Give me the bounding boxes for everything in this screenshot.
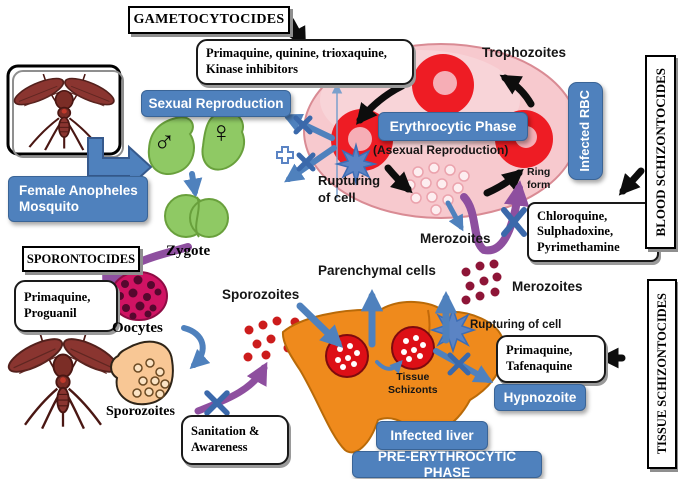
sporontocide-drugs-box: Primaquine, Proguanil [14, 280, 118, 332]
asexual-reproduction-label: (Asexual Reproduction) [373, 143, 508, 157]
blocked-exit-arrows [282, 114, 337, 183]
sexual-reproduction-box: Sexual Reproduction [141, 90, 291, 117]
sexual-reproduction-label: Sexual Reproduction [148, 95, 284, 111]
prevention-line: Awareness [191, 440, 248, 454]
asexual-text: (Asexual Reproduction) [373, 143, 509, 157]
zygote-text: Zygote [166, 243, 211, 259]
rupturing-cell-label-2: Rupturing of cell [470, 319, 561, 331]
merozoites-text: Merozoites [420, 231, 491, 246]
infected-liver-box: Infected liver [376, 421, 488, 450]
drug-line: Tafenaquine [506, 359, 573, 373]
cycle-arrows [356, 74, 535, 197]
merozoite-dots-inside [404, 162, 470, 216]
schizont-link-arrow [375, 360, 403, 374]
merozoites-text: Merozoites [512, 279, 583, 294]
ring-form-line: Ring [527, 166, 551, 178]
mosquito2-icon [6, 331, 121, 430]
pre-erythrocytic-label: PRE-ERYTHROCYTIC PHASE [377, 448, 517, 479]
tissue-schizonts-line: Schizonts [388, 384, 438, 397]
merozoites-upper-label: Merozoites [420, 231, 491, 246]
drug-line: Proguanil [24, 306, 77, 320]
sporontocides-label: SPORONTOCIDES [26, 251, 136, 266]
tissue-drugs-box: Primaquine, Tafenaquine [496, 335, 606, 383]
tissue-schizontocides-label: TISSUE SCHIZONTOCIDES [654, 293, 669, 455]
drug-line: Primaquine, [506, 343, 573, 358]
rupturing-line: Rupturing [318, 173, 381, 188]
erythrocytic-phase-label: Erythrocytic Phase [389, 118, 517, 135]
hypnozoite-arrow-blocked [433, 348, 494, 383]
blood-schizontocides-label: BLOOD SCHIZONTOCIDES [652, 67, 668, 237]
infected-liver-label: Infected liver [390, 427, 474, 443]
ring-form-label: Ring form [527, 166, 550, 192]
male-gamete-icon: ♂ [153, 125, 176, 158]
tissue-schizonts-line: Tissue [396, 371, 430, 383]
drug-line: Sulphadoxine, [537, 224, 614, 239]
trophozoites-label: Trophozoites [482, 45, 566, 60]
gametocytocides-box: GAMETOCYTOCIDES [128, 6, 290, 34]
gametes-to-zygote-arrow [183, 171, 203, 198]
infected-rbc-box: Infected RBC [568, 82, 603, 180]
tissue-schizontocides-box: TISSUE SCHIZONTOCIDES [647, 279, 677, 469]
salivary-gland [110, 340, 174, 406]
female-mosquito-label: Mosquito [19, 199, 79, 214]
sporozoites-upper-label: Sporozoites [222, 287, 299, 302]
liver-rupture-burst-icon [429, 306, 477, 354]
erythrocytic-phase-box: Erythrocytic Phase [378, 112, 528, 141]
gametocytocides-label: GAMETOCYTOCIDES [133, 12, 285, 27]
hypnozoite-box: Hypnozoite [494, 384, 586, 411]
sporozoites-text: Sporozoites [106, 404, 175, 419]
rupturing-cell-label-1: Rupturing of cell [318, 173, 380, 207]
female-gamete-icon: ♀ [210, 116, 233, 149]
ring-form-line: form [527, 179, 551, 192]
trophozoites-text: Trophozoites [482, 45, 566, 60]
drug-line: Pyrimethamine [537, 239, 620, 254]
rupturing-line: of cell [318, 189, 356, 205]
sporontocides-box: SPORONTOCIDES [22, 246, 140, 272]
parenchymal-cells-label: Parenchymal cells [318, 263, 436, 278]
rupturing-text: Rupturing of cell [470, 319, 562, 331]
oocytes-text: Oocytes [112, 320, 163, 336]
liver-arrows [296, 289, 458, 348]
transmission-arrow-blocked [194, 361, 268, 416]
reinvasion-arrow-blocked [460, 180, 530, 255]
drug-line: Primaquine, quinine, trioxaquine, [206, 46, 387, 61]
drug-line: Primaquine, [24, 290, 91, 305]
zygote-label: Zygote [166, 243, 210, 260]
prevention-line: Sanitation & [191, 424, 260, 439]
sporozoites-lower-label: Sporozoites [106, 404, 175, 420]
blood-drugs-box: Chloroquine, Sulphadoxine, Pyrimethamine [527, 202, 659, 262]
hypnozoite-label: Hypnozoite [503, 389, 577, 405]
tissue-schizonts-label: Tissue Schizonts [388, 371, 438, 397]
merozoite-dots-outside [461, 259, 502, 305]
zygote-cell [164, 194, 229, 238]
blood-schizontocides-box: BLOOD SCHIZONTOCIDES [645, 55, 676, 249]
drug-line: Kinase inhibitors [206, 62, 299, 76]
gametocytocide-drugs-box: Primaquine, quinine, trioxaquine, Kinase… [196, 39, 414, 85]
oocyte-to-gland-arrow [181, 325, 211, 370]
sanitation-box: Sanitation & Awareness [181, 415, 289, 465]
merozoites-lower-label: Merozoites [512, 279, 583, 294]
female-mosquito-box: Female Anopheles Mosquito [8, 176, 148, 222]
oocyte-cluster [110, 271, 168, 321]
rupture-burst-icon [334, 142, 378, 186]
infected-rbc-label: Infected RBC [577, 90, 593, 172]
gametes [147, 110, 245, 175]
drug-line: Chloroquine, [537, 208, 608, 223]
oocytes-label: Oocytes [112, 320, 163, 337]
female-mosquito-label: Female Anopheles [19, 183, 138, 199]
parenchymal-text: Parenchymal cells [318, 263, 436, 278]
pre-erythrocytic-box: PRE-ERYTHROCYTIC PHASE [352, 448, 542, 479]
sporozoites-text: Sporozoites [222, 287, 300, 302]
plus-icon [276, 146, 294, 164]
merozoite-release-arrow [445, 200, 464, 232]
